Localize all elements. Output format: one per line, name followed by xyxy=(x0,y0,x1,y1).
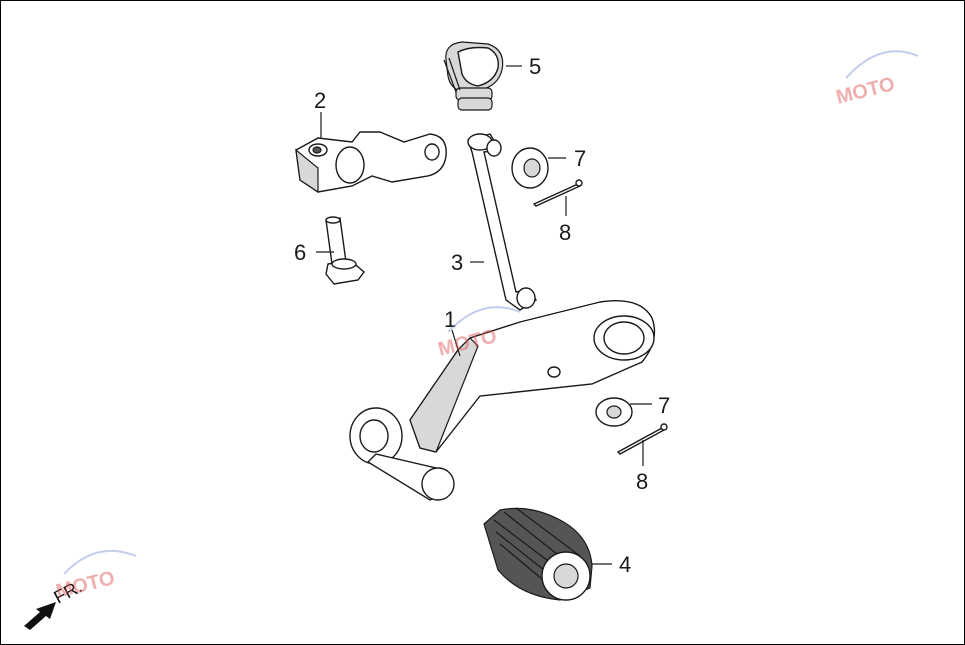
callout-8-bottom: 8 xyxy=(636,469,648,494)
part-7-washer-top[interactable] xyxy=(511,147,549,189)
part-6-bolt[interactable] xyxy=(325,216,365,285)
part-4-pedal-rubber[interactable] xyxy=(483,507,593,601)
callout-1: 1 xyxy=(444,307,456,332)
part-1-pedal[interactable] xyxy=(349,300,656,501)
part-7-washer-bottom[interactable] xyxy=(595,397,633,427)
callout-7-bottom: 7 xyxy=(658,393,670,418)
callout-5: 5 xyxy=(529,54,541,79)
part-5-boot[interactable] xyxy=(443,41,504,111)
callout-3: 3 xyxy=(451,250,463,275)
part-3-rod[interactable] xyxy=(467,133,538,311)
watermark-text: MOTO xyxy=(834,73,897,109)
part-8-cotter-pin-bottom[interactable] xyxy=(616,423,668,455)
callout-7-top: 7 xyxy=(574,146,586,171)
callout-6: 6 xyxy=(294,240,306,265)
callout-4: 4 xyxy=(619,552,631,577)
svg-text:MOTO: MOTO xyxy=(54,567,117,603)
part-2-link-arm[interactable] xyxy=(295,131,447,194)
watermark-logo-bottom-left: MOTO xyxy=(54,549,137,603)
callout-2: 2 xyxy=(314,88,326,113)
part-8-cotter-pin-top[interactable] xyxy=(532,179,583,207)
watermark-logo-top-right: MOTO xyxy=(834,50,919,109)
callout-8-top: 8 xyxy=(559,220,571,245)
